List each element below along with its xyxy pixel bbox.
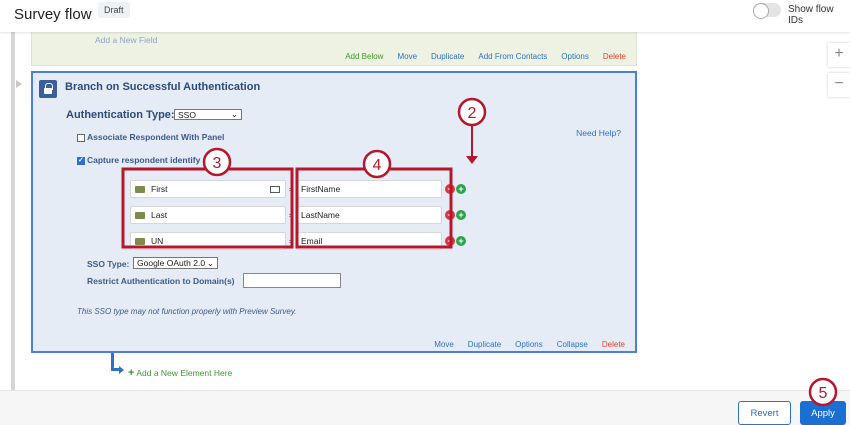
equals-sign: = [288,184,294,194]
embedded-field-input[interactable]: First [130,180,286,198]
field-name: First [151,184,168,194]
associate-checkbox[interactable] [77,133,85,142]
delete-link[interactable]: Delete [601,340,625,349]
options-link[interactable]: Options [515,340,543,349]
add-new-field-link[interactable]: Add a New Field [95,35,158,45]
attribute-name: FirstName [301,184,341,194]
flow-line [11,32,15,390]
mapping-row: Last = LastName −+ [130,202,590,228]
add-row-icon[interactable]: + [456,210,466,220]
sso-attribute-input[interactable]: FirstName [296,180,442,198]
restrict-label: Restrict Authentication to Domain(s) [87,276,235,286]
add-row-icon[interactable]: + [456,184,466,194]
capture-checkbox[interactable] [77,156,85,165]
mapping-row: First = FirstName −+ [130,176,590,202]
capture-label: Capture respondent identify [87,155,201,165]
sso-type-label: SSO Type: [87,259,130,269]
page-title: Survey flow [14,6,92,23]
field-name: Last [151,210,168,220]
embedded-field-input[interactable]: UN [130,232,286,250]
auth-type-value: SSO [178,109,196,120]
chevron-down-icon: ⌄ [206,257,214,268]
arrow-right-icon [119,366,124,374]
delete-link[interactable]: Delete [602,52,626,61]
attribute-name: Email [301,236,323,246]
revert-button[interactable]: Revert [738,401,791,425]
restrict-domains-input[interactable] [243,273,341,288]
branch-connector-icon [111,353,121,371]
show-flow-ids-toggle[interactable] [753,3,781,19]
sso-type-value: Google OAuth 2.0 [137,258,206,268]
sso-warning-note: This SSO type may not function properly … [77,307,297,316]
embedded-field-input[interactable]: Last [130,206,286,224]
contact-card-icon[interactable] [270,185,280,193]
duplicate-link[interactable]: Duplicate [467,340,502,349]
contact-fields-block: Add a New Field Add Below Move Duplicate… [31,30,637,66]
block-title: Branch on Successful Authentication [65,81,261,93]
lock-icon [39,80,57,98]
capture-option[interactable]: Capture respondent identify [77,155,200,165]
duplicate-link[interactable]: Duplicate [431,52,465,61]
equals-sign: = [288,236,294,246]
add-new-element-link[interactable]: + Add a New Element Here [128,367,232,379]
associate-label: Associate Respondent With Panel [87,132,225,142]
auth-type-select[interactable]: SSO ⌄ [174,109,242,120]
add-from-contacts-link[interactable]: Add From Contacts [478,52,548,61]
move-link[interactable]: Move [397,52,418,61]
embedded-data-icon [135,237,145,245]
zoom-out-button[interactable]: − [828,73,850,97]
move-link[interactable]: Move [434,340,454,349]
zoom-in-button[interactable]: + [828,43,850,67]
need-help-link[interactable]: Need Help? [576,128,621,138]
add-below-link[interactable]: Add Below [345,52,384,61]
status-badge: Draft [98,2,130,18]
mapping-rows: First = FirstName −+ Last = LastName −+ … [130,176,590,254]
options-link[interactable]: Options [561,52,589,61]
attribute-name: LastName [301,210,340,220]
plus-icon: + [128,367,135,379]
equals-sign: = [288,210,294,220]
header: Survey flow Draft Show flow IDs [0,0,850,32]
footer-bar [0,390,850,425]
collapse-link[interactable]: Collapse [556,340,588,349]
authenticator-block: Branch on Successful Authentication Auth… [31,71,637,353]
add-element-label: Add a New Element Here [136,368,233,378]
sso-attribute-input[interactable]: Email [296,232,442,250]
remove-row-icon[interactable]: − [445,236,455,246]
associate-option[interactable]: Associate Respondent With Panel [77,132,224,142]
apply-button[interactable]: Apply [800,401,846,425]
embedded-data-icon [135,211,145,219]
field-name: UN [151,236,164,246]
add-row-icon[interactable]: + [456,236,466,246]
remove-row-icon[interactable]: − [445,184,455,194]
toggle-label: Show flow IDs [788,4,834,26]
flow-arrow-icon [16,80,22,88]
remove-row-icon[interactable]: − [445,210,455,220]
chevron-down-icon: ⌄ [230,109,238,119]
auth-type-label: Authentication Type: [66,109,175,121]
mapping-row: UN = Email −+ [130,228,590,254]
sso-type-select[interactable]: Google OAuth 2.0⌄ [133,257,218,269]
embedded-data-icon [135,185,145,193]
sso-attribute-input[interactable]: LastName [296,206,442,224]
